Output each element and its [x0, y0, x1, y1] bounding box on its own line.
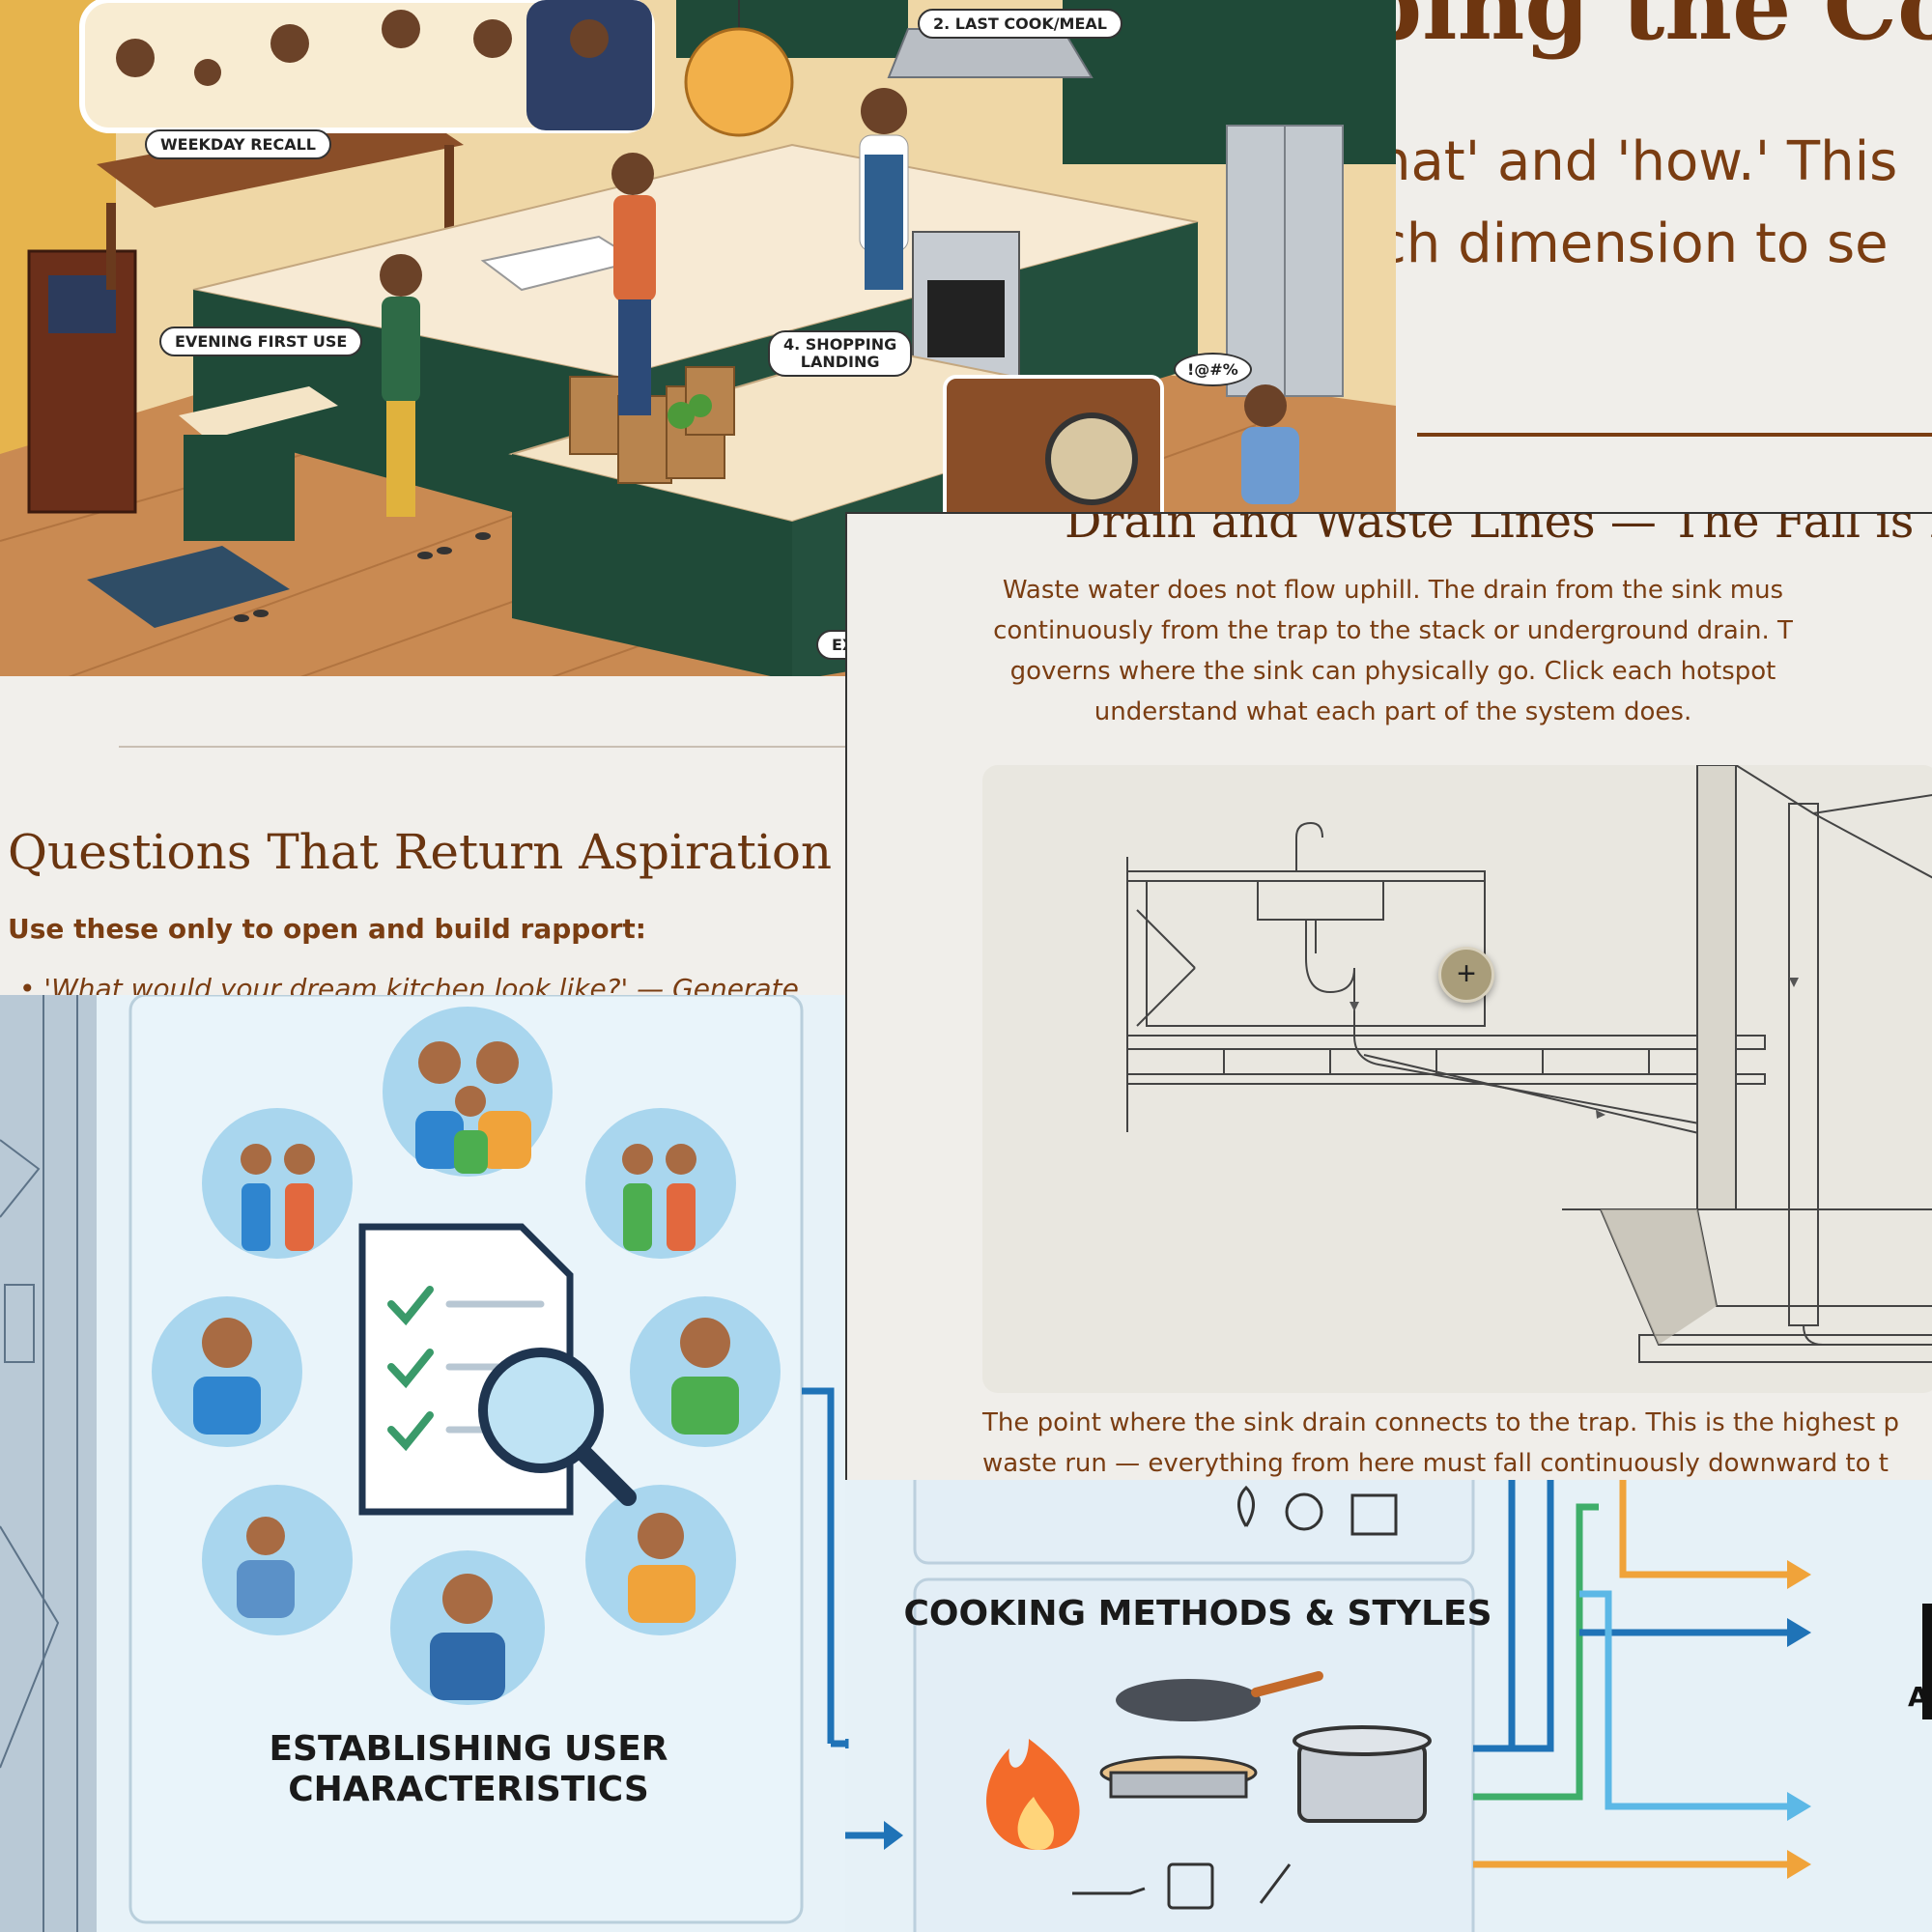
cooking-methods-flowchart: COOKING METHODS & STYLES A [845, 1478, 1932, 1932]
hotspot-caption: The point where the sink drain connects … [982, 1403, 1932, 1480]
card-label-line1: ESTABLISHING USER [269, 1729, 668, 1769]
callout-weekday-recall: WEEKDAY RECALL [145, 129, 331, 159]
page-title: ping the Co [1396, 0, 1932, 61]
flowchart-artwork [845, 1478, 1932, 1932]
caption-line-2: waste run — everything from here must fa… [982, 1449, 1889, 1478]
section-divider [1417, 433, 1932, 437]
drain-cross-section-diagram: + [982, 764, 1932, 1393]
kitchen-journey-illustration: WEEKDAY RECALL 2. LAST COOK/MEAL EVENING… [0, 0, 1396, 681]
caption-line-1: The point where the sink drain connects … [982, 1408, 1900, 1437]
intro-line-1: Waste water does not flow uphill. The dr… [1002, 576, 1784, 605]
section-subheading: Use these only to open and build rapport… [8, 913, 646, 945]
intro-line-3: governs where the sink can physically go… [1009, 657, 1776, 686]
card-label-line2: CHARACTERISTICS [288, 1770, 649, 1809]
drain-line-drawing [1126, 764, 1932, 1363]
intro-line-2: continuously from the trap to the stack … [993, 616, 1793, 645]
cooking-card-label: COOKING METHODS & STYLES [903, 1594, 1492, 1634]
trap-connection-hotspot[interactable]: + [1438, 947, 1494, 1003]
drain-waste-lines-page: Drain and Waste Lines — The Fall is Ever… [845, 512, 1932, 1480]
section-heading: Drain and Waste Lines — The Fall is Ever… [1065, 512, 1932, 549]
section-heading: Questions That Return Aspiration [8, 824, 833, 880]
intro-line-4: understand what each part of the system … [1094, 697, 1692, 726]
callout-shopping-landing: 4. SHOPPING LANDING [768, 330, 913, 377]
infographic-artwork [0, 995, 845, 1932]
intro-line-2: ch dimension to se [1396, 213, 1889, 275]
callout-evening-first-use: EVENING FIRST USE [159, 327, 363, 356]
callout-frustration: !@#% [1174, 353, 1252, 386]
user-characteristics-infographic: ESTABLISHING USER CHARACTERISTICS [0, 995, 845, 1932]
callout-shopping-line2: LANDING [800, 353, 880, 371]
kitchen-scene-artwork [0, 0, 1396, 681]
callout-last-cook-meal: 2. LAST COOK/MEAL [918, 9, 1122, 39]
questions-article-page: Questions That Return Aspiration Use the… [0, 681, 845, 1000]
infographic-card-label: ESTABLISHING USER CHARACTERISTICS [130, 1729, 807, 1810]
article-heading-page: ping the Co nat' and 'how.' This ch dime… [1396, 0, 1932, 512]
cut-off-card-letter: A [1908, 1681, 1929, 1713]
intro-paragraph: Waste water does not flow uphill. The dr… [847, 570, 1932, 732]
section-divider [119, 746, 845, 748]
intro-line-1: nat' and 'how.' This [1396, 130, 1898, 193]
callout-shopping-line1: 4. SHOPPING [783, 335, 897, 354]
